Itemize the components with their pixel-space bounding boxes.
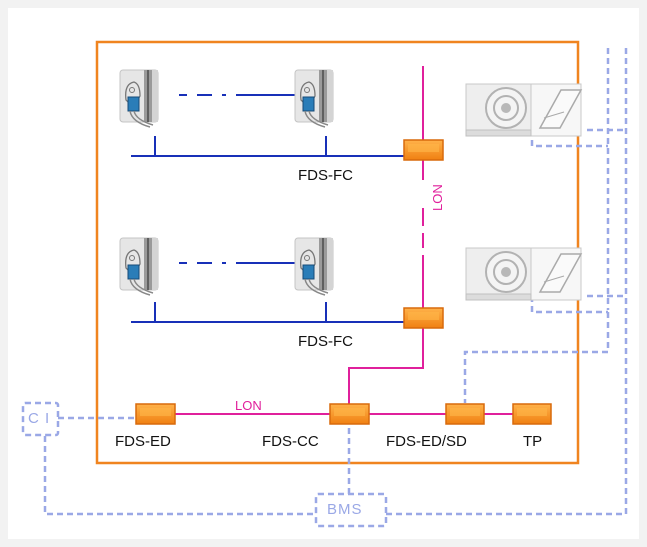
external-links — [21, 48, 628, 528]
fds-cc-label: FDS-CC — [262, 433, 319, 450]
fds-fc-top-label: FDS-FC — [298, 167, 353, 184]
lon-bus — [175, 66, 513, 415]
room-device-icon — [294, 69, 334, 128]
room-device-icon — [294, 237, 334, 296]
ci-box — [21, 401, 60, 437]
bms-box — [314, 492, 388, 528]
bms-label: BMS — [327, 501, 363, 518]
lon-horizontal-label: LON — [235, 398, 262, 413]
fds-fc-bottom-label: FDS-FC — [298, 333, 353, 350]
room-device-icon — [119, 237, 159, 296]
field-bus — [131, 94, 404, 323]
fire-damper-icon — [465, 83, 582, 137]
fds-ed-label: FDS-ED — [115, 433, 171, 450]
fire-damper-icon — [465, 247, 582, 301]
ci-label: C I — [28, 410, 51, 427]
lon-vertical-label: LON — [430, 184, 445, 211]
room-device-icon — [119, 69, 159, 128]
fds-ed-sd-label: FDS-ED/SD — [386, 433, 467, 450]
tp-label: TP — [523, 433, 543, 450]
